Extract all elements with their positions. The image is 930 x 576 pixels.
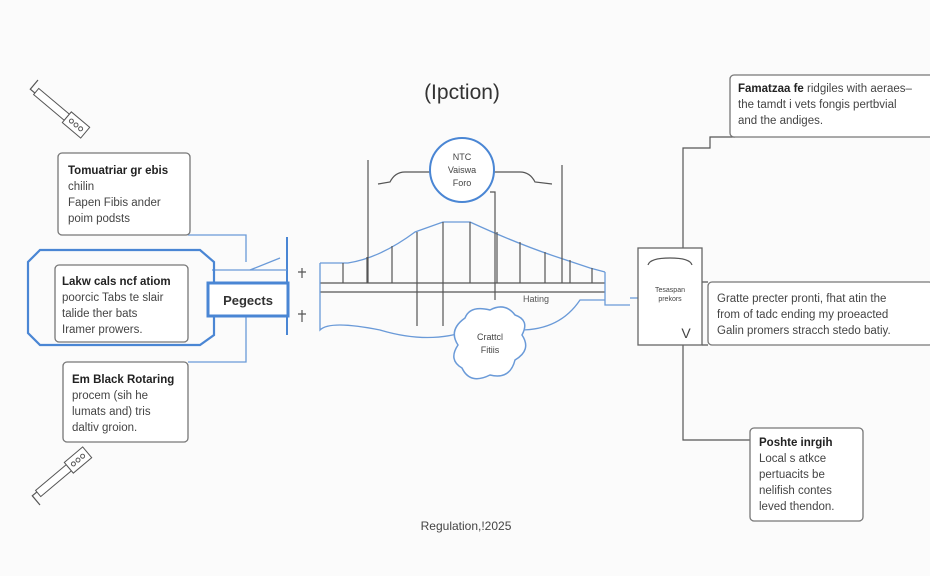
- bridge-label: Hating: [523, 294, 549, 304]
- svg-text:Foro: Foro: [453, 178, 472, 188]
- svg-text:daltiv groion.: daltiv groion.: [72, 422, 137, 434]
- svg-text:Tesaspan: Tesaspan: [655, 287, 685, 294]
- svg-text:Galin promers stracch stedo ba: Galin promers stracch stedo batiy.: [717, 325, 891, 337]
- svg-text:NTC: NTC: [453, 152, 472, 162]
- svg-text:Fitiis: Fitiis: [481, 345, 500, 355]
- svg-text:nelifish contes: nelifish contes: [759, 485, 832, 497]
- svg-text:Lakw cals ncf atiom: Lakw cals ncf atiom: [62, 276, 171, 288]
- right-box-2: Gratte precter pronti, fhat atin the fro…: [707, 281, 930, 346]
- circle-node: NTC Vaiswa Foro: [429, 137, 495, 203]
- left-box-1: Tomuatriar gr ebis chilin Fapen Fibis an…: [57, 152, 191, 236]
- svg-text:procem (sih he: procem (sih he: [72, 390, 148, 402]
- svg-text:and the andiges.: and the andiges.: [738, 115, 823, 127]
- svg-text:leved thendon.: leved thendon.: [759, 501, 834, 513]
- svg-text:poim podsts: poim podsts: [68, 213, 130, 225]
- svg-text:Iramer prowers.: Iramer prowers.: [62, 324, 143, 336]
- svg-text:talide ther bats: talide ther bats: [62, 308, 138, 320]
- svg-text:the tamdt i vets fongis pertbv: the tamdt i vets fongis pertbvial: [738, 99, 897, 111]
- svg-text:Vaiswa: Vaiswa: [448, 165, 476, 175]
- svg-text:lumats and) tris: lumats and) tris: [72, 406, 151, 418]
- bridge-drawing: Hating: [298, 160, 630, 339]
- right-small-box: Tesaspan prekors V: [637, 247, 703, 346]
- svg-text:prekors: prekors: [658, 296, 682, 303]
- wrench-icon: [31, 446, 93, 506]
- svg-text:Crattcl: Crattcl: [477, 332, 503, 342]
- left-box-2: Lakw cals ncf atiom poorcic Tabs te slai…: [54, 264, 189, 343]
- left-box-3: Em Black Rotaring procem (sih he lumats …: [62, 361, 189, 443]
- svg-text:Famatzaa fe ridgiles with aera: Famatzaa fe ridgiles with aeraes–: [738, 83, 912, 95]
- svg-text:pertuacits be: pertuacits be: [759, 469, 825, 481]
- svg-text:chilin: chilin: [68, 181, 94, 193]
- svg-text:Gratte precter pronti, fhat at: Gratte precter pronti, fhat atin the: [717, 293, 886, 305]
- footer-text: Regulation,!2025: [421, 519, 512, 533]
- svg-text:Pegects: Pegects: [223, 293, 273, 308]
- svg-text:Em Black Rotaring: Em Black Rotaring: [72, 374, 174, 386]
- svg-text:Tomuatriar gr ebis: Tomuatriar gr ebis: [68, 165, 168, 177]
- svg-text:from of tadc ending my proeact: from of tadc ending my proeacted: [717, 309, 888, 321]
- svg-text:Poshte inrgih: Poshte inrgih: [759, 437, 832, 449]
- svg-text:poorcic Tabs te slair: poorcic Tabs te slair: [62, 292, 164, 304]
- diagram-title: (Ipction): [424, 81, 500, 104]
- right-box-3: Poshte inrgih Local s atkce pertuacits b…: [749, 427, 864, 522]
- highlight-outline: [26, 248, 216, 347]
- svg-text:Fapen Fibis ander: Fapen Fibis ander: [68, 197, 161, 209]
- cloud-node: Crattcl Fitiis: [453, 306, 527, 380]
- wrench-icon: [29, 79, 91, 139]
- center-box: Pegects: [206, 281, 290, 318]
- right-box-1: Famatzaa fe ridgiles with aeraes– the ta…: [729, 74, 930, 138]
- svg-text:Local s atkce: Local s atkce: [759, 453, 826, 465]
- svg-text:V: V: [681, 325, 691, 341]
